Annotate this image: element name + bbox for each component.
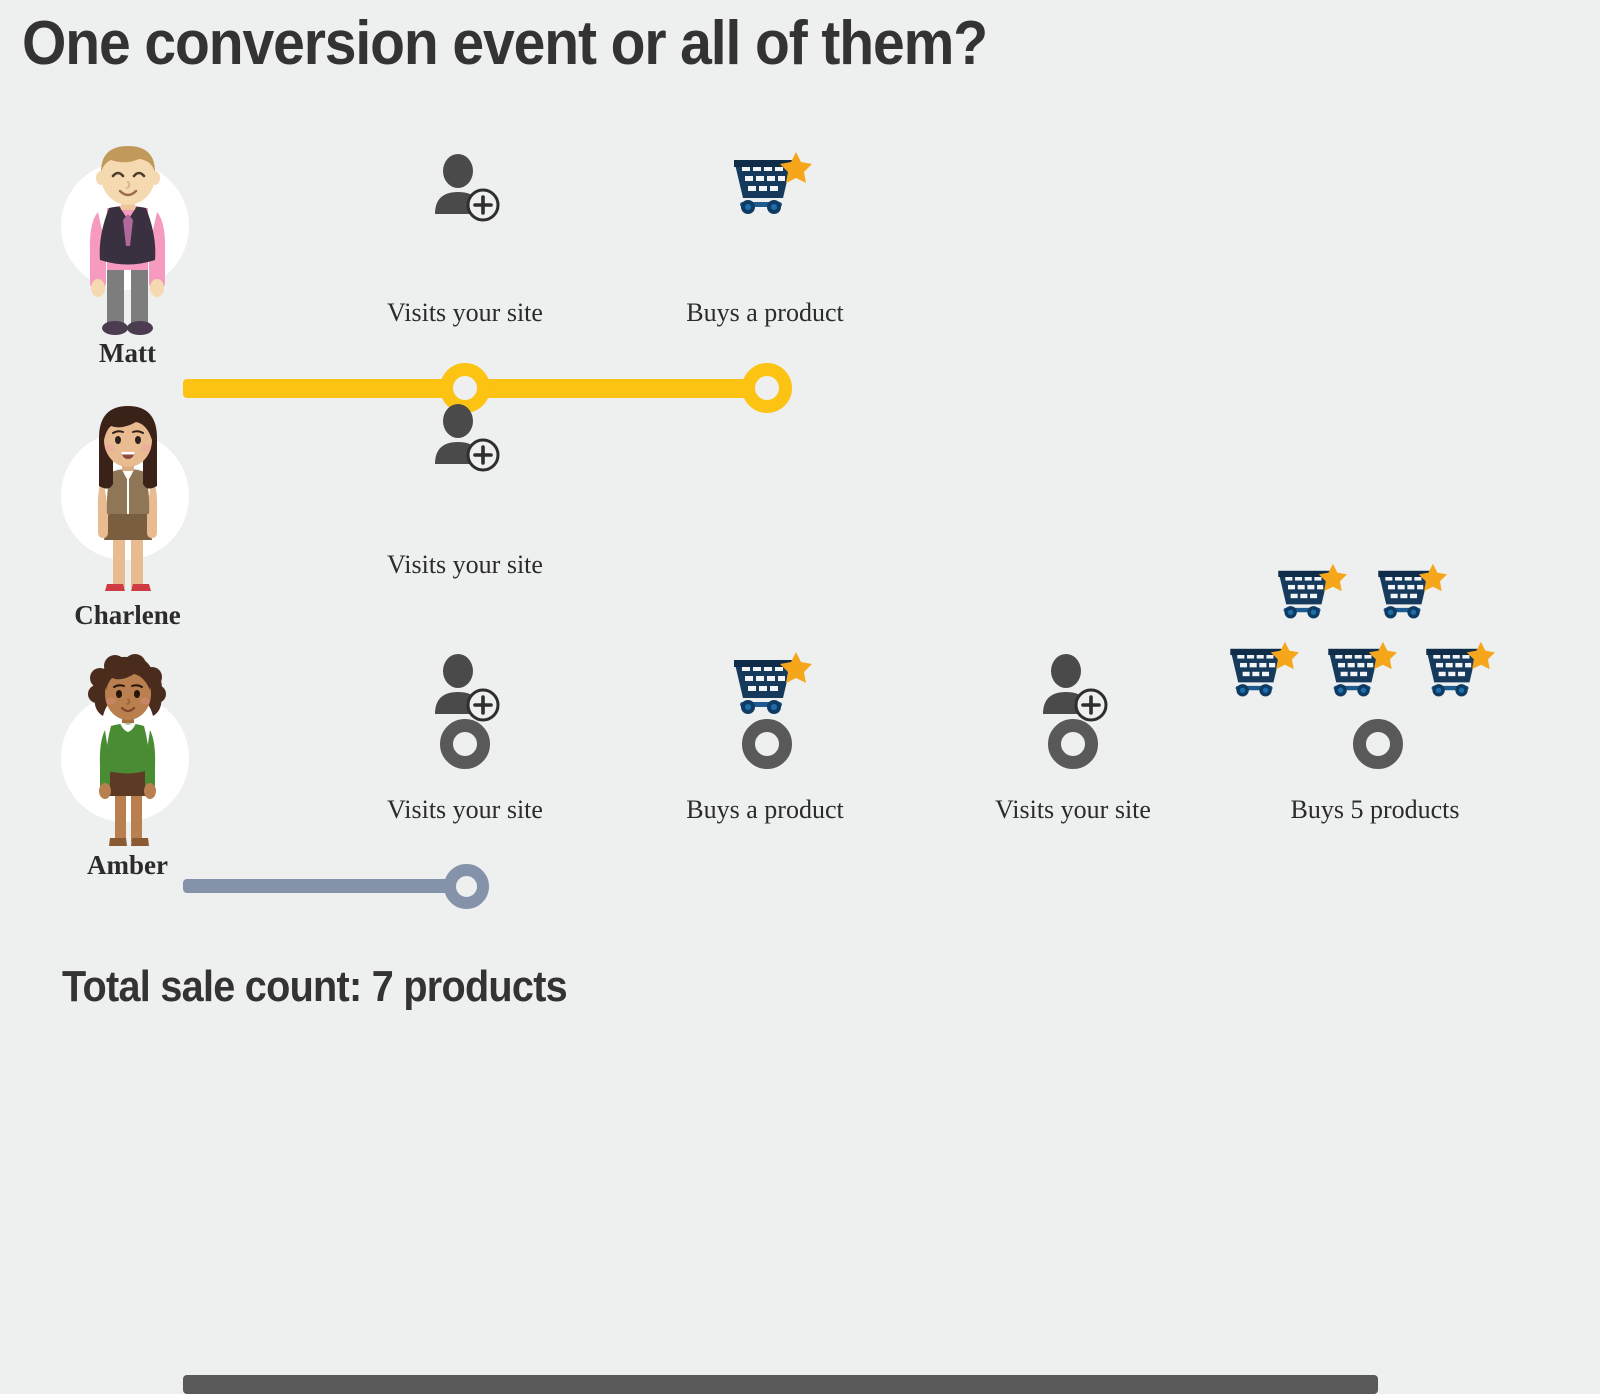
step-label: Buys a product: [686, 795, 844, 824]
infographic-root: One conversion event or all of them?: [0, 9, 1600, 1394]
page-title: One conversion event or all of them?: [22, 9, 988, 78]
timeline-track-amber: [183, 1375, 1378, 1394]
journey-row-charlene: Charlene Visits your site: [0, 392, 1600, 909]
add-user-icon: [1033, 652, 1113, 724]
step-label: Buys a product: [686, 298, 844, 327]
timeline-node[interactable]: [1048, 719, 1098, 769]
step-label: Visits your site: [995, 795, 1151, 824]
shopping-cart-star-icon: [1373, 560, 1447, 624]
add-user-icon: [425, 402, 505, 474]
add-user-icon: [425, 652, 505, 724]
timeline-node[interactable]: [440, 719, 490, 769]
avatar-illustration-amber: [88, 654, 166, 846]
journey-row-amber: Amber Visits your site: [0, 563, 1600, 1394]
person-name-label: Matt: [99, 338, 156, 368]
step-label: Buys 5 products: [1290, 795, 1460, 824]
shopping-cart-star-icon: [728, 648, 812, 720]
shopping-cart-star-icon: [728, 148, 812, 220]
total-sale-count-label: Total sale count: 7 products: [62, 962, 568, 1011]
shopping-cart-star-icon: [1273, 560, 1347, 624]
avatar-illustration-matt: [89, 146, 166, 335]
timeline-node[interactable]: [444, 864, 489, 909]
avatar-charlene: Charlene: [45, 392, 210, 632]
timeline-track-charlene: [183, 879, 468, 893]
step-label: Visits your site: [387, 550, 543, 579]
person-name-label: Amber: [87, 850, 168, 880]
add-user-icon: [425, 152, 505, 224]
timeline-node[interactable]: [1353, 719, 1403, 769]
step-label: Visits your site: [387, 298, 543, 327]
person-name-label: Charlene: [74, 600, 181, 630]
avatar-illustration-charlene: [97, 406, 158, 591]
journey-row-matt: Matt Visits your site: [0, 140, 1600, 413]
avatar-amber: Amber: [45, 640, 210, 880]
step-label: Visits your site: [387, 795, 543, 824]
shopping-cart-star-icon: [1421, 638, 1495, 702]
timeline-node[interactable]: [742, 719, 792, 769]
shopping-cart-cluster: [1230, 560, 1525, 702]
shopping-cart-star-icon: [1323, 638, 1397, 702]
timeline-node[interactable]: [742, 363, 792, 413]
shopping-cart-star-icon: [1225, 638, 1299, 702]
avatar-matt: Matt: [45, 140, 210, 380]
